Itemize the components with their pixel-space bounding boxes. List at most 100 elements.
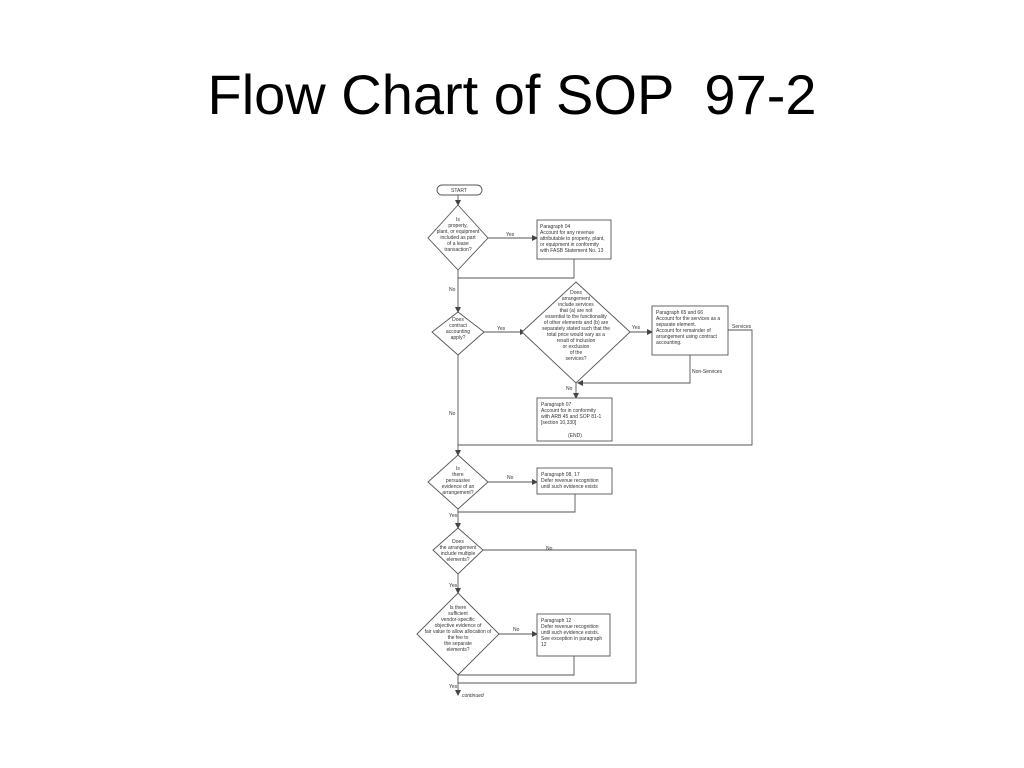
decision-line: accounting <box>446 329 470 335</box>
box-line: 12 <box>541 642 547 648</box>
decision-line: elements? <box>446 647 469 653</box>
branch-labels: Yes No Yes No Yes No Services Non-Servic… <box>449 232 752 699</box>
vsoe-yes-label: Yes <box>449 684 458 690</box>
decision-line: include services <box>558 302 594 308</box>
decision-line: include multiple <box>441 551 476 557</box>
decision-line: the arrangement <box>440 545 477 551</box>
box-line: Paragraph 07 <box>541 402 572 408</box>
box-line: separate element. <box>656 322 696 328</box>
connector <box>458 259 575 279</box>
box-line: Account for the services as a <box>656 316 720 322</box>
lease-decision <box>427 204 489 271</box>
decision-line: fair value to allow allocation of <box>425 629 492 635</box>
decision-line: the fee to <box>448 635 469 641</box>
start-label: START <box>451 188 467 194</box>
persuasive-no-label: No <box>507 475 514 481</box>
lease-decision-text: Is property, plant, or equipment include… <box>437 217 480 253</box>
persuasive-evidence-decision <box>427 454 489 510</box>
lease-yes-label: Yes <box>506 232 515 238</box>
decision-line: that (a) are not <box>560 308 593 314</box>
decision-line: arrangement? <box>442 490 473 496</box>
decision-line: plant, or equipment <box>437 229 480 235</box>
multiple-elements-decision <box>432 527 484 575</box>
connector <box>458 656 575 676</box>
box-line: Account for any revenue <box>540 230 594 236</box>
contract-no-label: No <box>449 411 456 417</box>
paragraph-04-box <box>536 219 612 260</box>
decision-line: arrangement <box>562 296 591 302</box>
box-line: Account for remainder of <box>656 328 711 334</box>
multiple-elements-text: Does the arrangement include multiple el… <box>440 539 477 563</box>
decision-line: contract <box>449 323 467 329</box>
box-line: Defer revenue recognition <box>541 478 599 484</box>
contract-accounting-decision <box>431 311 485 356</box>
connectors <box>455 195 753 696</box>
services-branch-label: Services <box>732 324 752 330</box>
decision-line: total price would vary as a <box>547 332 605 338</box>
services-decision-text: Does arrangement include services that (… <box>542 290 610 362</box>
decision-line: Does <box>452 539 464 545</box>
connector <box>458 549 637 684</box>
decision-line: Is there <box>450 605 467 611</box>
contract-yes-label: Yes <box>497 326 506 332</box>
connector <box>458 329 753 446</box>
box-line: Paragraph 08, 17 <box>541 472 580 478</box>
services-yes-label: Yes <box>632 325 641 331</box>
paragraph-04-text: Paragraph 04 Account for any revenue att… <box>540 224 605 254</box>
vsoe-decision-text: Is there sufficient vendor-specific obje… <box>425 605 492 653</box>
contract-accounting-text: Does contract accounting apply? <box>446 317 470 341</box>
box-line: or equipment in conformity <box>540 242 599 248</box>
decision-line: Does <box>452 317 464 323</box>
decision-line: objective evidence of <box>435 623 482 629</box>
start-terminator <box>436 184 483 196</box>
slide-title: Flow Chart of SOP 97-2 <box>207 63 817 126</box>
box-line: Account for in conformity <box>541 408 597 414</box>
persuasive-yes-label: Yes <box>449 513 458 519</box>
box-line: [section 10,330] <box>541 420 577 426</box>
multiple-no-label: No <box>546 546 553 552</box>
paragraph-07-box <box>536 397 613 442</box>
paragraph-07-text: Paragraph 07 Account for in conformity w… <box>541 402 601 439</box>
non-services-branch-label: Non-Services <box>692 369 723 375</box>
persuasive-evidence-text: Is there persuasive evidence of an arran… <box>442 466 475 496</box>
paragraph-65-66-text: Paragraph 65 and 66 Account for the serv… <box>656 310 720 346</box>
continued-label: continued <box>462 693 484 699</box>
decision-line: separately stated such that the <box>542 326 610 332</box>
services-no-label: No <box>566 386 573 392</box>
decision-line: Does <box>570 290 582 296</box>
box-line: arrangement using contract <box>656 334 717 340</box>
connector <box>458 494 576 513</box>
box-line: Defer revenue recognition <box>541 624 599 630</box>
decision-line: of other elements and (b) are <box>544 320 609 326</box>
decision-line: sufficient <box>448 611 468 617</box>
box-line: accounting. <box>656 340 682 346</box>
decision-line: property, <box>448 223 467 229</box>
decision-line: Is <box>456 466 460 472</box>
decision-line: of a lease <box>447 241 469 247</box>
decision-line: services? <box>565 356 586 362</box>
decision-line: elements? <box>446 557 469 563</box>
services-decision <box>521 281 631 384</box>
lease-no-label: No <box>449 287 456 293</box>
vsoe-decision <box>416 592 500 676</box>
decision-line: transaction? <box>444 247 471 253</box>
vsoe-no-label: No <box>513 627 520 633</box>
decision-line: result of inclusion <box>557 338 596 344</box>
paragraph-12-text: Paragraph 12 Defer revenue recognition u… <box>541 618 602 648</box>
paragraph-65-66-box <box>651 305 729 356</box>
paragraph-12-box <box>536 613 611 657</box>
box-line: until such evidence exists. <box>541 630 599 636</box>
decision-line: essential to the functionality <box>545 314 607 320</box>
box-line: attributable to property, plant, <box>540 236 605 242</box>
multiple-yes-label: Yes <box>449 583 458 589</box>
decision-line: the separate <box>444 641 472 647</box>
decision-line: included as part <box>440 235 476 241</box>
box-line: with ARB 45 and SOP 81-1 <box>541 414 601 420</box>
decision-line: of the <box>570 350 583 356</box>
decision-line: apply? <box>451 335 466 341</box>
box-line: until such evidence exists <box>541 484 598 490</box>
paragraph-08-17-text: Paragraph 08, 17 Defer revenue recogniti… <box>541 472 599 490</box>
paragraph-08-17-box <box>536 467 613 495</box>
decision-line: evidence of an <box>442 484 475 490</box>
